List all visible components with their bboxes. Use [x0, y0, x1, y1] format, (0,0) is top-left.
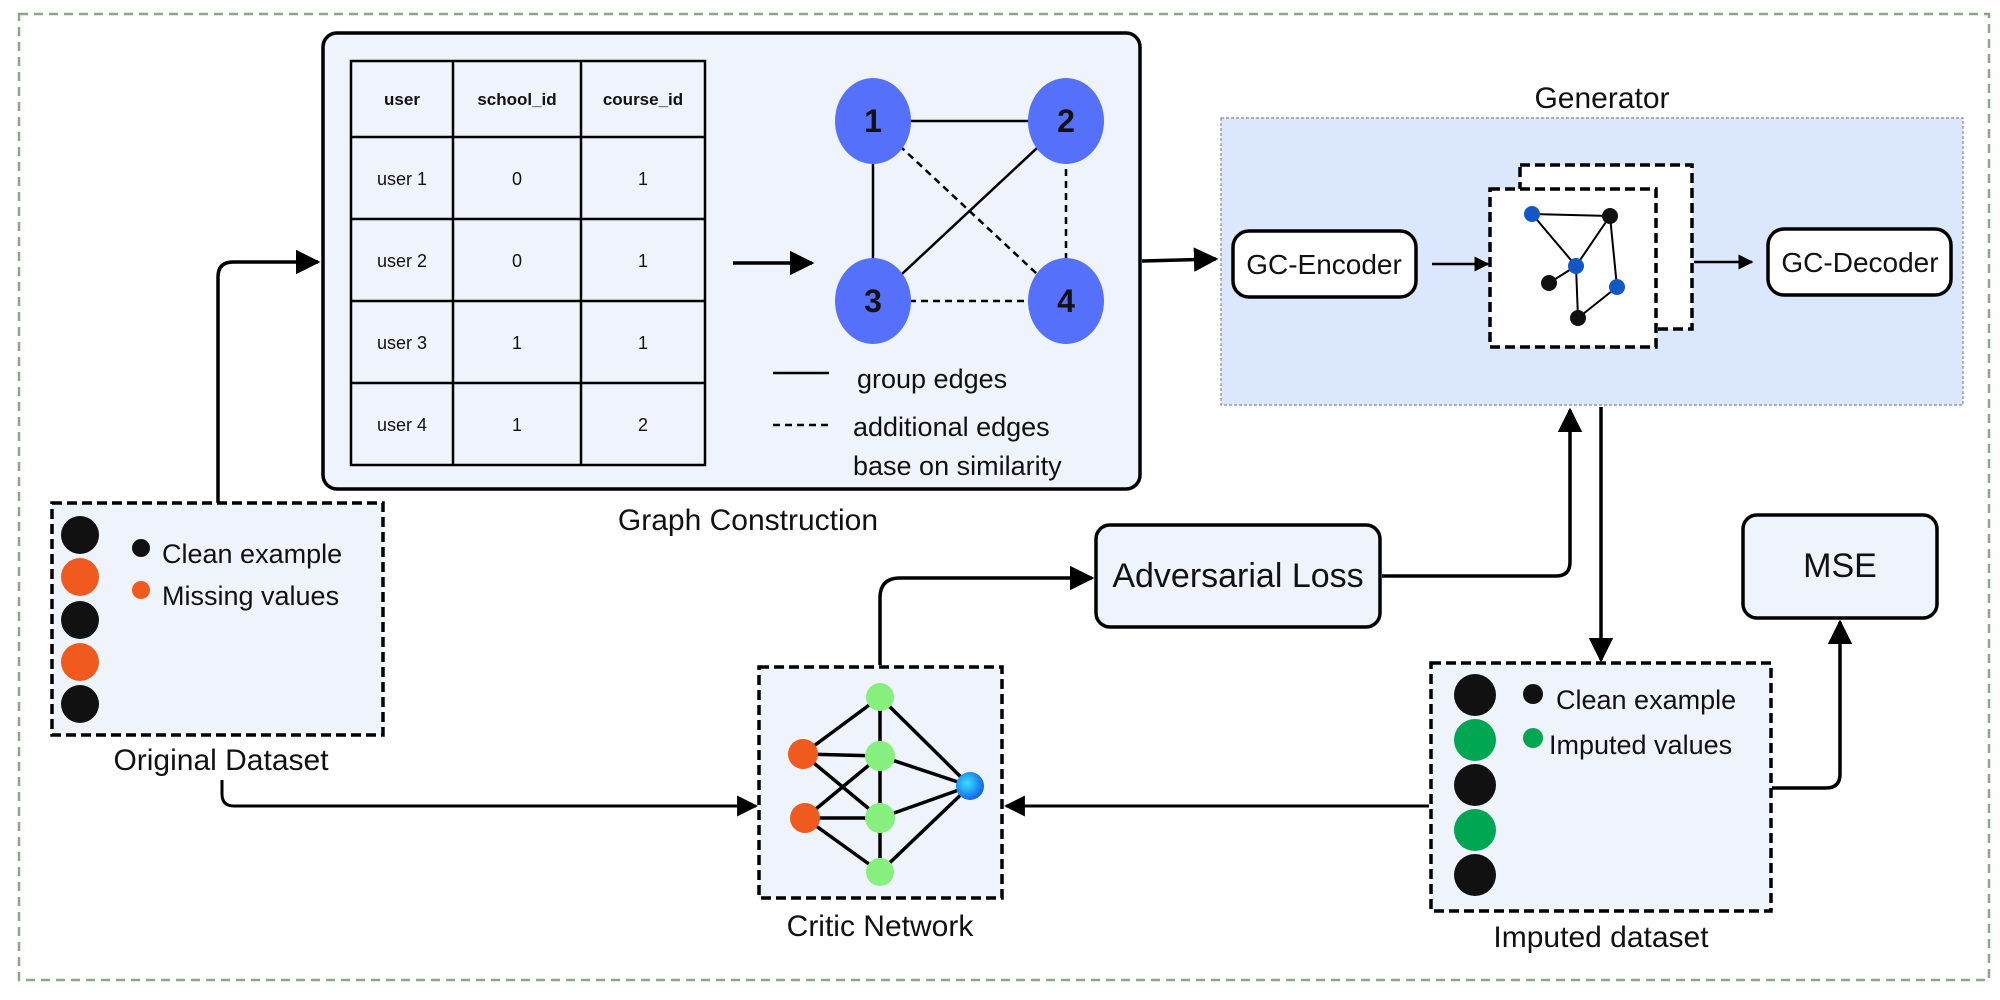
- legend-group-edges: group edges: [857, 364, 1007, 394]
- table-cell: user 2: [377, 251, 427, 271]
- table-cell: 2: [638, 415, 648, 435]
- group-edge: [872, 120, 1067, 302]
- latent-node: [1609, 279, 1625, 295]
- legend-clean-example: Clean example: [162, 539, 342, 569]
- table-header-row: user school_id course_id: [384, 90, 683, 109]
- latent-node: [1570, 310, 1586, 326]
- table-cell: 1: [638, 333, 648, 353]
- original-dataset-box: [50, 501, 385, 737]
- graph-to-generator-arrow: [1141, 247, 1219, 272]
- legend-missing-values: Missing values: [162, 581, 339, 611]
- table-header-course-id: course_id: [603, 90, 683, 109]
- table-cell: 1: [512, 333, 522, 353]
- svg-text:2: 2: [1057, 103, 1075, 139]
- legend-imputed-dot: [1523, 728, 1543, 748]
- table-cell: user 4: [377, 415, 427, 435]
- critic-network-title: Critic Network: [787, 910, 975, 943]
- data-dot-clean: [1454, 674, 1496, 716]
- critic-input-node: [790, 803, 820, 833]
- svg-text:3: 3: [864, 283, 882, 319]
- critic-to-loss-arrow: [878, 565, 1095, 665]
- table-cell: 0: [512, 251, 522, 271]
- legend-missing-dot: [132, 581, 150, 599]
- dataset-to-graph-arrow: [216, 249, 321, 503]
- table-cell: user 1: [377, 169, 427, 189]
- original-dataset-title: Original Dataset: [113, 744, 329, 777]
- critic-hidden-node: [866, 683, 894, 711]
- table-cell: user 3: [377, 333, 427, 353]
- data-dot-clean: [61, 685, 99, 723]
- data-dot-clean: [61, 516, 99, 554]
- original-dataset-panel: Clean example Missing values: [50, 501, 385, 737]
- user-table: [349, 59, 707, 467]
- gc-decoder-box: GC-Decoder: [1766, 227, 1953, 297]
- data-dot-clean: [1454, 854, 1496, 896]
- latent-node: [1568, 258, 1584, 274]
- imputed-dataset-panel: Clean example Imputed values: [1429, 661, 1773, 913]
- table-cell: 0: [512, 169, 522, 189]
- data-dot-imputed: [1454, 809, 1496, 851]
- graph-construction-panel: user school_id course_id user 1 0 1 user…: [321, 31, 1142, 491]
- table-header-user: user: [384, 90, 420, 109]
- legend-imputed-values: Imputed values: [1549, 730, 1732, 760]
- critic-input-node: [788, 739, 818, 769]
- graph-construction-title: Graph Construction: [618, 504, 878, 537]
- latent-graph: [1488, 163, 1694, 349]
- adversarial-loss-box: Adversarial Loss: [1094, 523, 1382, 629]
- data-dot-clean: [61, 601, 99, 639]
- data-dot-missing: [61, 643, 99, 681]
- legend-clean-example: Clean example: [1556, 685, 1736, 715]
- mse-label: MSE: [1803, 547, 1877, 585]
- table-cell: 1: [638, 251, 648, 271]
- data-dot-clean: [1454, 764, 1496, 806]
- table-row: user 2 0 1: [377, 251, 648, 271]
- loss-to-generator-arrow: [1382, 407, 1583, 578]
- critic-output-node: [956, 772, 984, 800]
- gc-encoder-label: GC-Encoder: [1246, 249, 1402, 280]
- graph-node-1: 1: [835, 78, 911, 164]
- mse-box: MSE: [1741, 513, 1939, 620]
- table-row: user 4 1 2: [377, 415, 648, 435]
- graph-node-2: 2: [1028, 78, 1104, 164]
- similarity-edge: [872, 120, 1067, 302]
- svg-text:1: 1: [864, 103, 882, 139]
- edge-legend: group edges additional edges base on sim…: [773, 364, 1062, 481]
- latent-node: [1541, 275, 1557, 291]
- table-header-school-id: school_id: [477, 90, 556, 109]
- latent-node: [1602, 208, 1618, 224]
- critic-hidden-node: [866, 858, 894, 886]
- data-dot-imputed: [1454, 719, 1496, 761]
- imputed-dataset-title: Imputed dataset: [1493, 921, 1709, 954]
- legend-clean-dot: [1523, 684, 1543, 704]
- critic-hidden-node: [865, 741, 895, 771]
- gc-encoder-box: GC-Encoder: [1231, 229, 1418, 299]
- legend-clean-dot: [132, 539, 150, 557]
- dataset-to-critic-arrow: [220, 780, 759, 817]
- imputed-to-mse-arrow: [1772, 619, 1853, 790]
- outer-frame: [17, 12, 1991, 982]
- legend-similarity: base on similarity: [853, 451, 1062, 481]
- latent-node: [1524, 206, 1540, 222]
- critic-hidden-node: [865, 803, 895, 833]
- adversarial-loss-label: Adversarial Loss: [1112, 557, 1363, 595]
- graph-node-3: 3: [835, 258, 911, 344]
- graph-node-4: 4: [1028, 258, 1104, 344]
- critic-network-panel: [757, 665, 1004, 900]
- table-row: user 1 0 1: [377, 169, 648, 189]
- table-cell: 1: [512, 415, 522, 435]
- table-cell: 1: [638, 169, 648, 189]
- legend-additional-edges: additional edges: [853, 412, 1050, 442]
- gc-decoder-label: GC-Decoder: [1781, 247, 1938, 278]
- data-dot-missing: [61, 558, 99, 596]
- generator-panel: GC-Encoder GC-Decoder: [1220, 117, 1964, 406]
- table-row: user 3 1 1: [377, 333, 648, 353]
- generator-title: Generator: [1534, 82, 1669, 115]
- svg-text:4: 4: [1057, 283, 1075, 319]
